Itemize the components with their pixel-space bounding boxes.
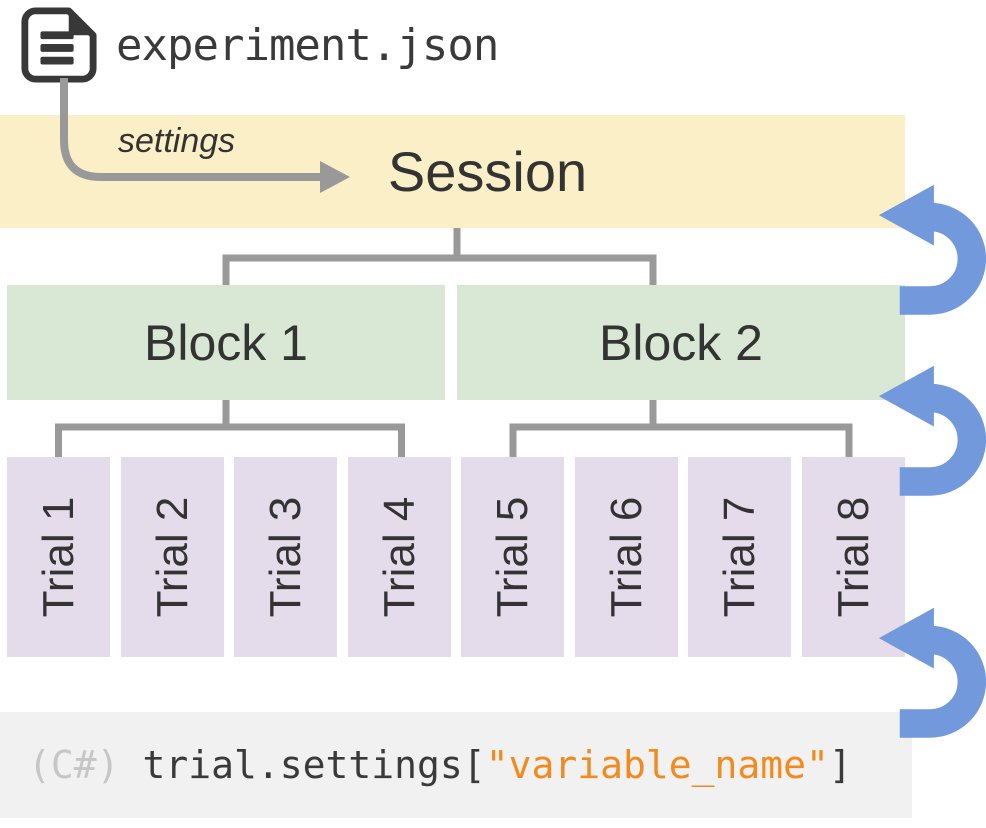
block-2-box: Block 2	[457, 285, 905, 400]
code-prefix: trial.settings[	[142, 743, 486, 787]
loop-back-arrow-icon	[878, 607, 986, 738]
file-name: experiment.json	[116, 20, 499, 71]
json-file-icon	[21, 7, 97, 83]
trial-1-box: Trial 1	[7, 457, 110, 657]
session-label: Session	[387, 140, 588, 203]
code-string-literal: "variable_name"	[485, 743, 829, 787]
trial-8-box: Trial 8	[802, 457, 905, 657]
block-2-label: Block 2	[599, 314, 763, 371]
code-bar: (C#) trial.settings["variable_name"]	[0, 712, 912, 818]
code-language-tag: (C#)	[28, 743, 120, 787]
trial-4-box: Trial 4	[348, 457, 451, 657]
loop-back-arrow-icon	[878, 184, 986, 315]
block-1-label: Block 1	[144, 314, 308, 371]
block-1-box: Block 1	[7, 285, 445, 400]
trial-2-box: Trial 2	[121, 457, 224, 657]
trial-5-box: Trial 5	[461, 457, 564, 657]
trial-6-box: Trial 6	[575, 457, 678, 657]
trial-7-box: Trial 7	[688, 457, 791, 657]
settings-arrow-label: settings	[118, 122, 236, 160]
code-suffix: ]	[828, 743, 852, 787]
trial-3-box: Trial 3	[234, 457, 337, 657]
loop-back-arrow-icon	[878, 365, 986, 496]
